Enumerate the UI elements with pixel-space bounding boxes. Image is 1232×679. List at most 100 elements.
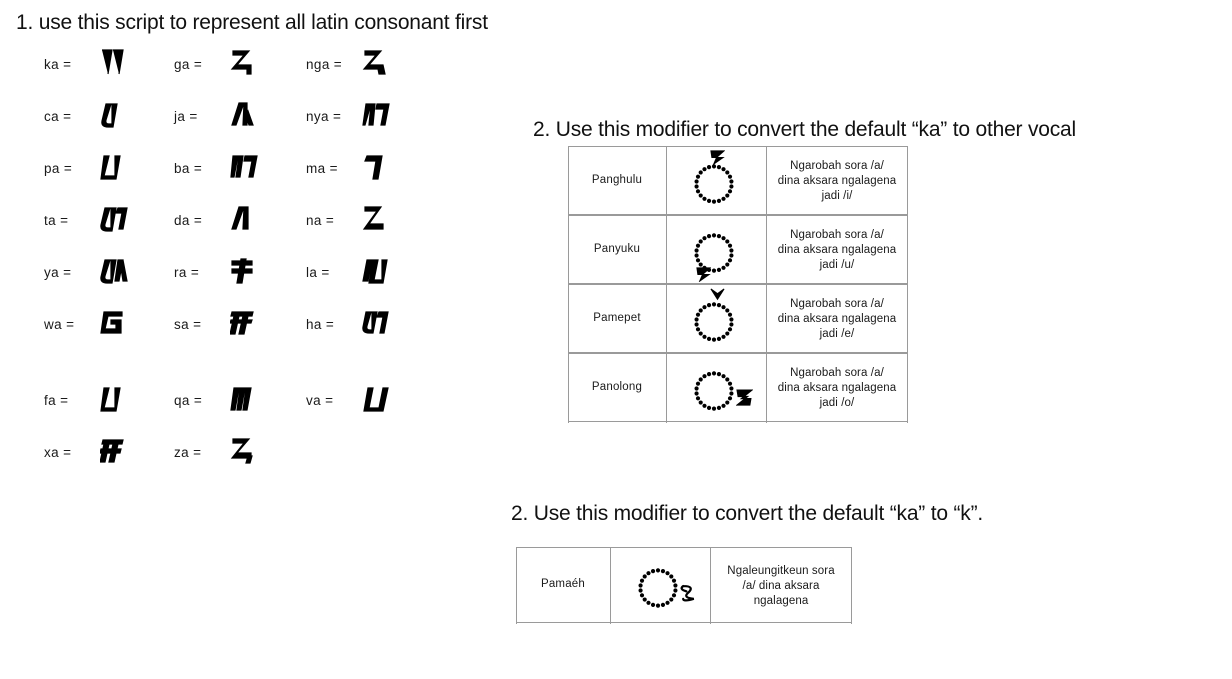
consonant-entry-za: za= — [174, 438, 253, 464]
modifier-row: Panolong Ngarobah sora /a/dina aksara nga… — [568, 353, 908, 423]
modifier-description-line: Ngaleungitkeun sora — [727, 564, 835, 577]
table-outer-edge — [568, 354, 569, 423]
sundanese-glyph-na — [362, 204, 392, 234]
modifier-name: Pamaéh — [540, 578, 586, 590]
consonant-entry-qa: qa= — [174, 387, 252, 411]
modifier-description-line: ngalagena — [753, 594, 809, 607]
dotted-circle-with-pamaeh-mark — [610, 558, 710, 614]
table-outer-edge — [907, 285, 908, 354]
consonant-latin-label: ha — [306, 317, 322, 332]
equals-sign: = — [60, 393, 68, 408]
equals-sign: = — [63, 265, 71, 280]
modifier-symbol-cell — [666, 223, 766, 282]
equals-sign: = — [193, 57, 202, 72]
table-outer-edge — [568, 216, 569, 285]
sundanese-glyph-va — [362, 384, 392, 414]
consonant-latin-label: ya — [44, 265, 60, 280]
consonant-latin-label: nga — [306, 57, 330, 72]
equals-sign: = — [63, 445, 71, 460]
modifier-description-line: dina aksara ngalagena — [777, 175, 897, 187]
consonant-entry-nga: nga= — [306, 50, 386, 75]
consonant-latin-label: sa — [174, 317, 190, 332]
consonant-entry-ca: ca= — [44, 103, 118, 128]
consonant-entry-fa: fa= — [44, 387, 121, 412]
sundanese-glyph-nga — [362, 48, 392, 78]
consonant-entry-ya: ya= — [44, 259, 128, 284]
consonant-latin-label: za — [174, 445, 190, 460]
sundanese-glyph-ga — [230, 48, 260, 78]
consonant-entry-ta: ta= — [44, 207, 128, 232]
equals-sign: = — [63, 161, 72, 176]
table-outer-edge — [907, 216, 908, 285]
modifier-row: Pamaéh Ngaleungitkeun sora/a/ dina aksara… — [516, 547, 852, 624]
consonant-entry-ra: ra= — [174, 258, 253, 284]
sundanese-glyph-nya — [362, 100, 392, 130]
table-column-divider — [666, 147, 667, 216]
table-column-divider — [766, 216, 767, 285]
consonant-latin-label: ka — [44, 57, 60, 72]
equals-sign: = — [63, 57, 71, 72]
consonant-latin-label: ja — [174, 109, 186, 124]
modifier-description-line: Ngarobah sora /a/ — [790, 367, 884, 379]
consonant-latin-label: ra — [174, 265, 187, 280]
section1-heading: 1. use this script to represent all lati… — [16, 11, 488, 34]
modifier-description-line: jadi /u/ — [819, 259, 855, 271]
equals-sign: = — [333, 57, 342, 72]
equals-sign: = — [193, 213, 202, 228]
table-column-divider — [666, 285, 667, 354]
consonant-entry-ba: ba= — [174, 155, 258, 178]
sundanese-glyph-wa — [100, 308, 130, 338]
section2-heading: 2. Use this modifier to convert the defa… — [533, 118, 1076, 141]
consonant-entry-ga: ga= — [174, 50, 252, 75]
consonant-latin-label: qa — [174, 393, 190, 408]
consonant-entry-ja: ja= — [174, 102, 254, 126]
table-outer-edge — [907, 147, 908, 216]
sundanese-glyph-pa — [100, 152, 130, 182]
sundanese-glyph-xa — [100, 436, 130, 466]
modifier-description-line: Ngarobah sora /a/ — [790, 229, 884, 241]
table-outer-edge — [516, 548, 517, 624]
modifier-description-line: jadi /e/ — [819, 328, 855, 340]
consonant-entry-va: va= — [306, 387, 389, 412]
sundanese-glyph-fa — [100, 384, 130, 414]
modifier-description-line: dina aksara ngalagena — [777, 244, 897, 256]
modifier-name: Panghulu — [591, 173, 643, 186]
consonant-entry-wa: wa= — [44, 311, 123, 334]
sundanese-glyph-ra — [230, 256, 260, 286]
pamaeh-modifier-table: Pamaéh Ngaleungitkeun sora/a/ dina aksara… — [516, 547, 852, 624]
table-column-divider — [610, 548, 611, 624]
sundanese-glyph-da — [230, 204, 260, 234]
consonant-entry-ka: ka= — [44, 49, 124, 75]
modifier-name: Panolong — [591, 380, 643, 393]
equals-sign: = — [332, 109, 341, 124]
consonant-latin-label: ca — [44, 109, 60, 124]
table-outer-edge — [568, 147, 569, 216]
sundanese-glyph-ja — [230, 100, 260, 130]
consonant-entry-ha: ha= — [306, 311, 389, 334]
sundanese-glyph-ya — [100, 256, 130, 286]
sundanese-glyph-sa — [230, 308, 260, 338]
consonant-entry-na: na= — [306, 206, 384, 230]
consonant-latin-label: fa — [44, 393, 57, 408]
modifier-description-line: dina aksara ngalagena — [777, 313, 897, 325]
sundanese-glyph-ca — [100, 100, 130, 130]
equals-sign: = — [321, 265, 330, 280]
equals-sign: = — [193, 393, 202, 408]
consonant-entry-sa: sa= — [174, 311, 254, 335]
sundanese-glyph-ka — [100, 48, 130, 78]
consonant-latin-label: wa — [44, 317, 63, 332]
modifier-description-line: Ngarobah sora /a/ — [790, 298, 884, 310]
table-outer-edge — [907, 354, 908, 423]
equals-sign: = — [66, 317, 74, 332]
table-column-divider — [710, 548, 711, 624]
equals-sign: = — [60, 213, 68, 228]
table-column-divider — [666, 354, 667, 423]
dotted-circle-with-pamepet-mark — [666, 288, 766, 348]
modifier-description: Ngarobah sora /a/dina aksara ngalagena ja… — [766, 297, 908, 342]
sundanese-glyph-ta — [100, 204, 130, 234]
